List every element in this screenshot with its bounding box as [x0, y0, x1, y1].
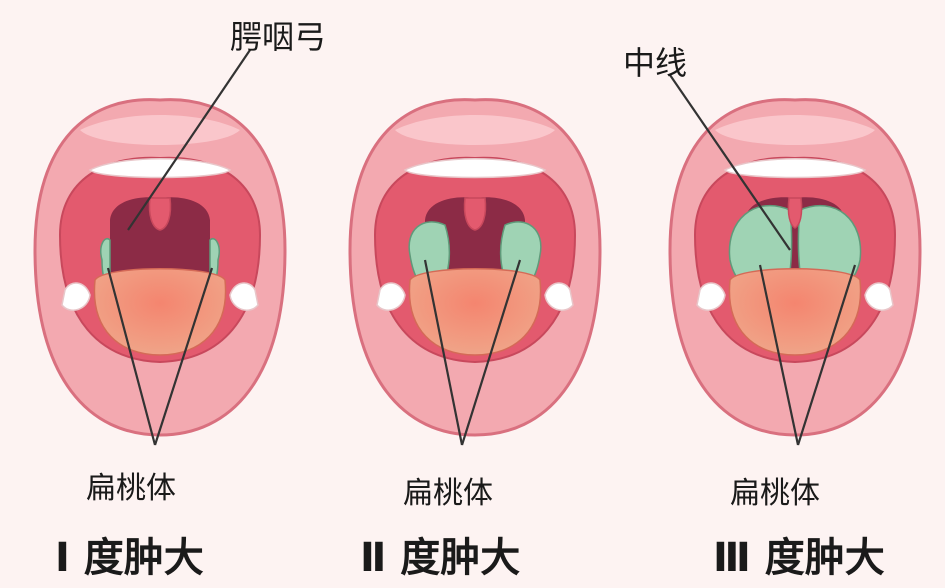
lower-teeth-left	[696, 282, 726, 311]
leader-lines	[106, 49, 857, 446]
upper-lip-highlight	[395, 115, 555, 145]
tonsil-label-3: 扁桃体	[730, 476, 820, 511]
leader-palatal-arch	[127, 49, 251, 231]
upper-lip-highlight	[715, 115, 875, 145]
uvula	[463, 197, 487, 231]
lower-teeth-right	[544, 282, 574, 311]
lower-teeth-left	[376, 282, 406, 311]
uvula	[787, 197, 803, 229]
mouth-grade-3	[668, 98, 922, 437]
callout-palatal-arch: 腭咽弓	[230, 18, 327, 56]
tongue	[93, 268, 227, 356]
lower-teeth-left	[61, 282, 91, 311]
upper-teeth	[723, 158, 867, 179]
leader-tonsil-right-3	[796, 264, 857, 446]
lower-teeth-right	[229, 282, 259, 311]
grade-label-2: Ⅱ 度肿大	[360, 535, 521, 581]
leader-tonsil-left-1	[106, 267, 157, 446]
upper-teeth	[88, 158, 232, 179]
leader-midline	[669, 74, 791, 251]
leader-tonsil-right-1	[153, 267, 214, 446]
upper-teeth	[403, 158, 547, 179]
leader-tonsil-left-2	[423, 259, 464, 446]
mouth-grade-2	[348, 98, 602, 437]
grade-label-3: Ⅲ 度肿大	[713, 535, 885, 581]
tonsil-label-2: 扁桃体	[403, 476, 493, 511]
leader-tonsil-right-2	[460, 259, 522, 446]
tongue	[728, 268, 862, 356]
callout-midline: 中线	[623, 44, 688, 82]
uvula	[148, 197, 172, 231]
tonsil-label-1: 扁桃体	[86, 471, 176, 506]
throat	[425, 197, 525, 280]
lower-teeth-right	[864, 282, 894, 311]
grade-label-1: Ⅰ 度肿大	[55, 535, 204, 581]
mouth-grade-1	[33, 98, 287, 437]
tongue	[408, 268, 542, 356]
leader-tonsil-left-3	[758, 264, 800, 446]
